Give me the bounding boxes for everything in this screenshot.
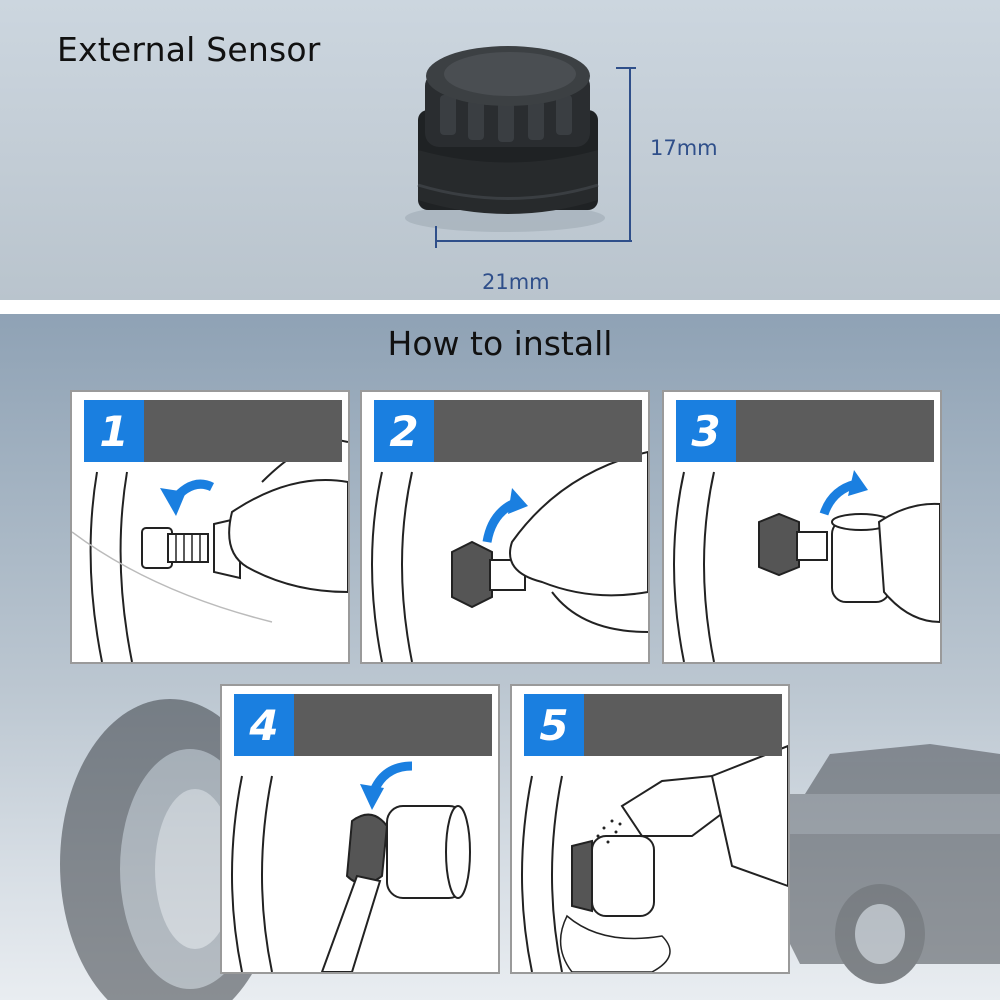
step-5-label-bar — [584, 694, 782, 756]
step-3-badge: 3 — [676, 400, 736, 462]
background-tire-car — [60, 699, 1000, 1000]
screw-nut-icon — [371, 450, 648, 662]
wrench-tighten-icon — [231, 761, 471, 972]
section-divider — [0, 300, 1000, 314]
sensor-photo-section: External Sensor 17mm 21mm — [0, 0, 1000, 300]
step-1-badge: 1 — [84, 400, 144, 462]
section-title-external-sensor: External Sensor — [57, 30, 321, 69]
install-section: How to install 1 — [0, 314, 1000, 1000]
leak-test-spray-icon — [521, 744, 788, 972]
install-step-4: 4 — [220, 684, 500, 974]
step-2-badge: 2 — [374, 400, 434, 462]
step-1-label-bar — [144, 400, 342, 462]
step-4-badge: 4 — [234, 694, 294, 756]
install-step-2: 2 — [360, 390, 650, 664]
step-4-label-bar — [294, 694, 492, 756]
install-step-5: 5 — [510, 684, 790, 974]
height-dimension-label: 17mm — [650, 136, 718, 160]
step-5-badge: 5 — [524, 694, 584, 756]
step-2-label-bar — [434, 400, 642, 462]
step-3-label-bar — [736, 400, 934, 462]
sensor-image — [405, 46, 636, 248]
section-title-how-to-install: How to install — [387, 324, 613, 363]
screw-sensor-icon — [673, 470, 940, 662]
install-step-3: 3 — [662, 390, 942, 664]
install-step-1: 1 — [70, 390, 350, 664]
width-dimension-label: 21mm — [482, 270, 550, 294]
